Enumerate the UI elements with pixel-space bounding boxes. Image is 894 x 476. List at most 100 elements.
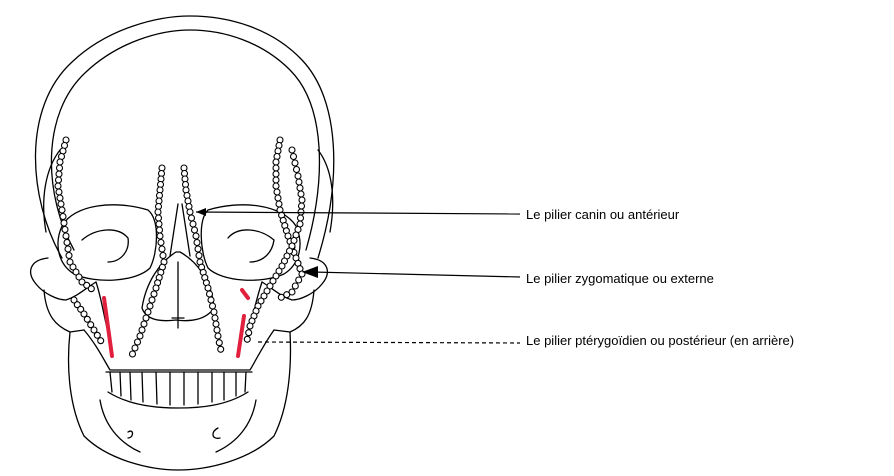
pillar-bead bbox=[137, 333, 143, 339]
pillar-bead bbox=[66, 253, 72, 259]
pillar-bead bbox=[291, 154, 297, 160]
pillar-bead bbox=[208, 297, 214, 303]
pillar-bead bbox=[135, 339, 141, 345]
pillar-bead bbox=[276, 201, 282, 207]
pillar-bead bbox=[216, 340, 222, 346]
canine-pillar-left-chain bbox=[130, 165, 168, 357]
orbit-right-inner bbox=[228, 230, 274, 262]
pillar-bead bbox=[213, 321, 219, 327]
pillar-bead bbox=[63, 233, 69, 239]
pillar-bead bbox=[273, 159, 279, 165]
pillar-bead bbox=[141, 321, 147, 327]
pillar-bead bbox=[205, 285, 211, 291]
canine-pillar-right-chain bbox=[181, 165, 224, 352]
pillar-bead bbox=[155, 209, 161, 215]
pillar-bead bbox=[158, 240, 164, 246]
temporal-line-right bbox=[318, 150, 333, 232]
pillar-bead bbox=[193, 233, 199, 239]
pillar-bead bbox=[214, 327, 220, 333]
pillar-bead bbox=[215, 333, 221, 339]
pillar-bead bbox=[294, 167, 300, 173]
mental-foramen-left bbox=[128, 431, 133, 438]
pillar-bead bbox=[56, 189, 62, 195]
pillar-bead bbox=[299, 197, 305, 203]
pillar-bead bbox=[297, 185, 303, 191]
pillar-bead bbox=[273, 165, 279, 171]
pillar-bead bbox=[247, 323, 253, 329]
pillar-bead bbox=[295, 173, 301, 179]
pillar-bead bbox=[296, 179, 302, 185]
pillar-bead bbox=[160, 253, 166, 259]
pillar-bead bbox=[147, 303, 153, 309]
mental-foramen-right bbox=[213, 428, 220, 438]
mandible-outline bbox=[69, 332, 291, 470]
pillar-bead bbox=[278, 294, 284, 300]
leader-line-zygomatic bbox=[312, 272, 520, 277]
pillar-bead bbox=[132, 345, 138, 351]
pillar-bead bbox=[65, 246, 71, 252]
pillar-bead bbox=[57, 159, 63, 165]
pillar-bead bbox=[64, 240, 70, 246]
pillar-bead bbox=[195, 246, 201, 252]
leader-line-canine bbox=[196, 212, 520, 214]
pillar-bead bbox=[139, 327, 145, 333]
zygomatic-pillar-left-chain bbox=[55, 137, 94, 292]
pillar-bead bbox=[298, 215, 304, 221]
pillar-bead bbox=[145, 309, 151, 315]
pillar-bead bbox=[292, 160, 298, 166]
label-canine-pillar: Le pilier canin ou antérieur bbox=[526, 207, 679, 223]
nasal-septum bbox=[172, 262, 184, 328]
pillar-highlight-right-upper bbox=[242, 290, 248, 298]
pillar-bead bbox=[156, 215, 162, 221]
pillar-bead bbox=[130, 351, 136, 357]
pillar-bead bbox=[151, 291, 157, 297]
pillar-bead bbox=[55, 183, 61, 189]
pillar-bead bbox=[273, 183, 279, 189]
orbit-left-inner bbox=[82, 230, 128, 262]
pillar-bead bbox=[273, 177, 279, 183]
pillar-bead bbox=[196, 253, 202, 259]
pillar-bead bbox=[192, 227, 198, 233]
pillar-bead bbox=[274, 189, 280, 195]
pillar-bead bbox=[153, 285, 159, 291]
pillar-bead bbox=[218, 346, 224, 352]
pillar-highlight-right bbox=[238, 316, 244, 356]
pillar-bead bbox=[211, 309, 217, 315]
pillar-highlight-left bbox=[104, 298, 112, 356]
leader-arrowhead-canine bbox=[196, 208, 206, 216]
pillar-bead bbox=[149, 297, 155, 303]
pillar-bead bbox=[298, 191, 304, 197]
upper-teeth bbox=[110, 372, 246, 405]
label-zygomatic-pillar: Le pilier zygomatique ou externe bbox=[526, 271, 714, 287]
pillar-bead bbox=[194, 240, 200, 246]
pillar-bead bbox=[292, 283, 298, 289]
pillar-bead bbox=[56, 177, 62, 183]
label-pterygoid-pillar: Le pilier ptérygoïdien ou postérieur (en… bbox=[526, 333, 794, 349]
pillar-bead bbox=[159, 246, 165, 252]
pillar-bead bbox=[298, 209, 304, 215]
pillar-bead bbox=[190, 221, 196, 227]
pillar-bead bbox=[289, 147, 295, 153]
leader-line-pterygoid bbox=[258, 342, 520, 343]
pillar-bead bbox=[157, 233, 163, 239]
pillar-bead bbox=[57, 195, 63, 201]
pillar-bead bbox=[246, 330, 252, 336]
pillar-bead bbox=[156, 221, 162, 227]
pillar-bead bbox=[212, 315, 218, 321]
pillar-bead bbox=[296, 277, 302, 283]
pillar-bead bbox=[57, 165, 63, 171]
pillar-bead bbox=[61, 220, 67, 226]
pillar-bead bbox=[59, 207, 65, 213]
pillar-bead bbox=[157, 227, 163, 233]
pterygoid-pillar-left-chain bbox=[71, 297, 104, 344]
pillar-bead bbox=[56, 171, 62, 177]
pillar-bead bbox=[275, 195, 281, 201]
pillar-bead bbox=[210, 303, 216, 309]
upper-teeth-edge bbox=[108, 392, 248, 408]
pillar-bead bbox=[187, 209, 193, 215]
pillar-bead bbox=[273, 171, 279, 177]
pillar-bead bbox=[58, 201, 64, 207]
pillar-bead bbox=[299, 203, 305, 209]
